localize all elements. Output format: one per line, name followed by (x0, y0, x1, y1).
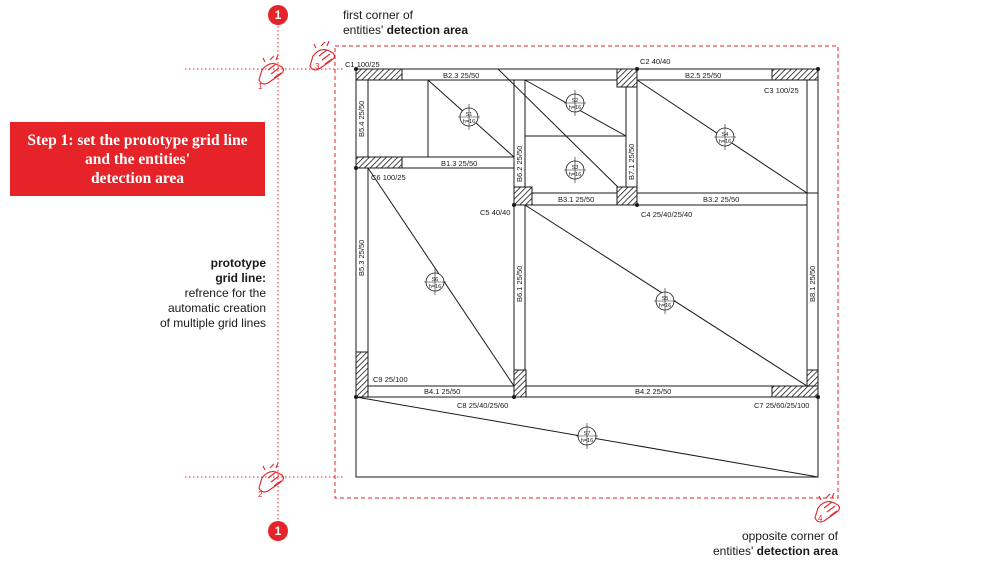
node-c7 (816, 395, 820, 399)
step-title: Step 1: set the prototype grid line and … (10, 131, 265, 188)
column-c9 (355, 351, 369, 398)
grid-line-label-2: grid line: (215, 271, 266, 285)
grid-line-desc-3: of multiple grid lines (159, 316, 266, 330)
grid-bubble-bottom: 1 (268, 521, 288, 541)
label-b13: B1.3 25/50 (441, 159, 477, 168)
label-b53: B5.3 25/50 (357, 240, 366, 276)
step-title-line1: Step 1: set the prototype grid line (27, 132, 248, 149)
svg-text:h=16: h=16 (569, 172, 581, 178)
svg-text:h=16: h=16 (429, 284, 441, 290)
svg-text:1: 1 (258, 82, 263, 91)
column-c2 (616, 68, 638, 88)
svg-text:S7: S7 (584, 431, 591, 437)
column-c1 (355, 68, 403, 81)
grid-line-note: prototype grid line: refrence for the au… (120, 256, 266, 331)
svg-text:S2: S2 (572, 98, 579, 104)
column-c8 (513, 369, 527, 398)
click-hand-icon-2: 2 (258, 462, 285, 499)
label-b31: B3.1 25/50 (558, 195, 594, 204)
label-c5: C5 40/40 (480, 208, 510, 217)
node-c3 (816, 67, 820, 71)
slab-s6: S6 h=16 (424, 269, 446, 295)
svg-text:2: 2 (258, 490, 263, 499)
label-b54: B5.4 25/50 (357, 101, 366, 137)
svg-text:S1: S1 (466, 112, 473, 118)
node-c8 (512, 395, 516, 399)
label-b41: B4.1 25/50 (424, 387, 460, 396)
label-b61: B6.1 25/50 (515, 266, 524, 302)
svg-text:h=16: h=16 (463, 119, 475, 125)
first-corner-line2-plain: entities' (343, 23, 387, 37)
slab-s7: S7 h=16 (576, 423, 598, 449)
step-title-line2: and the entities' (84, 151, 191, 168)
node-c2 (635, 67, 639, 71)
label-c3: C3 100/25 (764, 86, 799, 95)
label-b25: B2.5 25/50 (685, 71, 721, 80)
label-b62: B6.2 25/50 (515, 146, 524, 182)
label-b71: B7.1 25/50 (627, 144, 636, 180)
grid-line-label-1: prototype (210, 256, 266, 270)
column-c3 (771, 68, 819, 81)
slab-s3: S3 h=16 (564, 157, 586, 183)
svg-text:h=16: h=16 (581, 438, 593, 444)
column-c5 (513, 186, 533, 206)
outer-boundary (355, 68, 819, 478)
diagonal-main (497, 68, 627, 196)
slab-s5: S5 h=16 (654, 288, 676, 314)
node-c4 (635, 203, 639, 207)
label-b42: B4.2 25/50 (635, 387, 671, 396)
opposite-corner-note: opposite corner of entities' detection a… (690, 529, 838, 559)
svg-text:S6: S6 (432, 277, 439, 283)
opposite-corner-line1: opposite corner of (741, 529, 838, 543)
first-corner-note: first corner of entities' detection area (343, 8, 468, 38)
node-c9 (354, 395, 358, 399)
slab-s4: S4 h=16 (714, 124, 736, 150)
svg-text:S3: S3 (572, 165, 579, 171)
node-c6 (354, 166, 358, 170)
svg-text:h=16: h=16 (569, 105, 581, 111)
svg-text:h=16: h=16 (659, 303, 671, 309)
opposite-corner-line2-bold: detection area (756, 544, 838, 558)
svg-text:h=16: h=16 (719, 139, 731, 145)
first-corner-line2-bold: detection area (386, 23, 469, 37)
svg-text:S5: S5 (662, 296, 669, 302)
grid-line-desc-1: refrence for the (184, 286, 266, 300)
label-b23: B2.3 25/50 (443, 71, 479, 80)
column-c4 (616, 186, 638, 206)
label-c4: C4 25/40/25/40 (641, 210, 692, 219)
label-c9: C9 25/100 (373, 375, 408, 384)
label-c2: C2 40/40 (640, 57, 670, 66)
slab-s1: S1 h=16 (458, 104, 480, 130)
click-hand-icon-4: 4 (814, 492, 841, 523)
label-b32: B3.2 25/50 (703, 195, 739, 204)
detection-area (334, 45, 839, 499)
grid-line-desc-2: automatic creation (167, 301, 266, 315)
node-c5 (512, 203, 516, 207)
step-banner (10, 122, 265, 196)
step-title-line3: detection area (90, 170, 185, 187)
svg-text:S4: S4 (722, 132, 729, 138)
opposite-corner-line2-plain: entities' (712, 544, 757, 558)
slab-s2: S2 h=16 (564, 90, 586, 116)
label-c6: C6 100/25 (371, 173, 406, 182)
svg-text:4: 4 (818, 514, 823, 523)
column-c7b (771, 385, 819, 398)
column-c6 (355, 156, 403, 169)
label-c7: C7 25/60/25/100 (754, 401, 809, 410)
grid-bubble-top: 1 (268, 5, 288, 25)
first-corner-line1: first corner of (343, 8, 414, 22)
click-hand-icon-3: 3 (309, 40, 336, 71)
label-b81: B8.1 25/50 (808, 266, 817, 302)
label-c8: C8 25/40/25/60 (457, 401, 508, 410)
label-c1: C1 100/25 (345, 60, 380, 69)
node-c1 (354, 67, 358, 71)
click-hand-icon-1: 1 (258, 54, 285, 91)
svg-text:3: 3 (315, 62, 320, 71)
